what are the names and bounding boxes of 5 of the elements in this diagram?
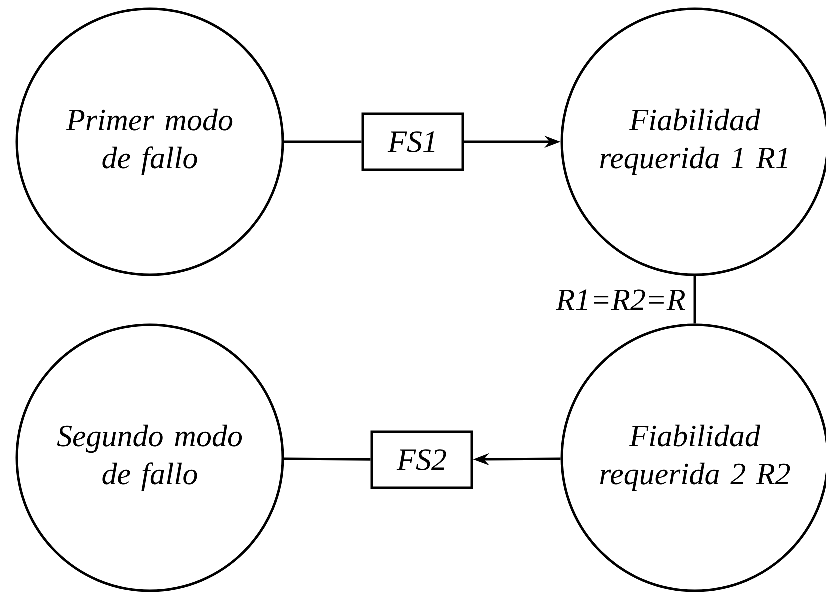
edge-label: R1=R2=R (555, 288, 687, 312)
circle-node: Segundo modo de fallo (16, 324, 284, 592)
circle-node: Primer modo de fallo (16, 8, 284, 276)
process-box: FS2 (370, 430, 474, 490)
process-box: FS1 (362, 112, 464, 172)
